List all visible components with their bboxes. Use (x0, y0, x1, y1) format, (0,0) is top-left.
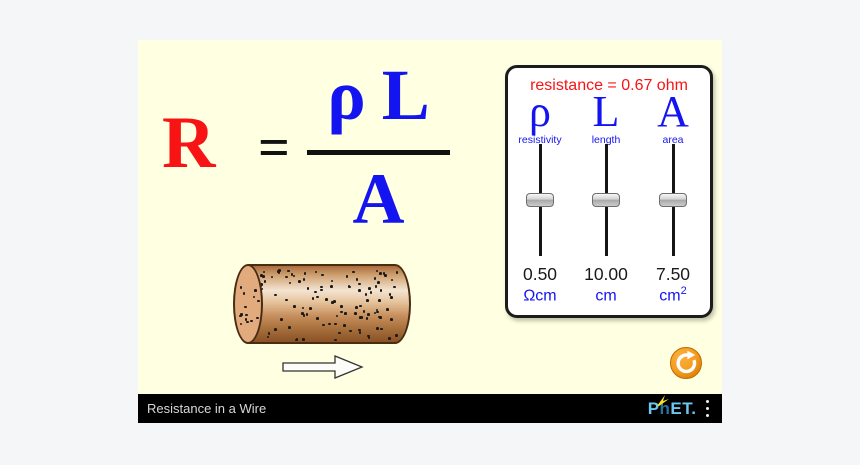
sim-title: Resistance in a Wire (147, 401, 267, 416)
area-slider: A area 7.50 cm2 (641, 68, 705, 312)
phet-flame-icon (656, 394, 669, 406)
formula-length-symbol: L (381, 55, 430, 135)
area-unit: cm2 (659, 285, 687, 305)
wire-body (248, 264, 411, 344)
resistivity-value: 0.50 (522, 264, 558, 284)
formula-resistivity-symbol: ρ (327, 55, 366, 135)
wire-end-cap (233, 264, 263, 344)
reset-button[interactable] (669, 346, 703, 380)
area-value: 7.50 (655, 264, 691, 284)
length-symbol: L (592, 87, 620, 136)
control-panel: resistance = 0.67 ohm ρ resistivity 0.50… (505, 65, 713, 318)
formula-area-symbol: A (352, 159, 405, 239)
length-slider-knob[interactable] (592, 193, 620, 207)
area-symbol: A (657, 87, 689, 136)
formula-equals-sign: = (258, 117, 290, 179)
formula-fraction-bar (307, 150, 450, 155)
current-direction-arrow (282, 355, 364, 379)
resistivity-unit: Ωcm (523, 287, 557, 305)
menu-kebab-icon[interactable] (705, 399, 709, 418)
reset-icon (670, 347, 702, 379)
formula-resistance-symbol: R (162, 102, 216, 184)
resistivity-label: resistivity (518, 134, 562, 146)
phet-logo[interactable]: PhET. (648, 394, 697, 419)
resistivity-slider: ρ resistivity 0.50 Ωcm (508, 68, 572, 312)
resistivity-slider-knob[interactable] (526, 193, 554, 207)
length-unit: cm (595, 287, 617, 305)
length-value: 10.00 (584, 264, 628, 284)
area-slider-knob[interactable] (659, 193, 687, 207)
title-bar: Resistance in a Wire PhET. (138, 394, 722, 423)
length-label: length (591, 134, 621, 146)
length-slider: L length 10.00 cm (574, 68, 638, 312)
resistance-readout: resistance = 0.67 ohm (530, 77, 688, 94)
area-label: area (662, 134, 684, 146)
resistivity-symbol: ρ (529, 87, 551, 136)
wire-cylinder (233, 263, 411, 345)
